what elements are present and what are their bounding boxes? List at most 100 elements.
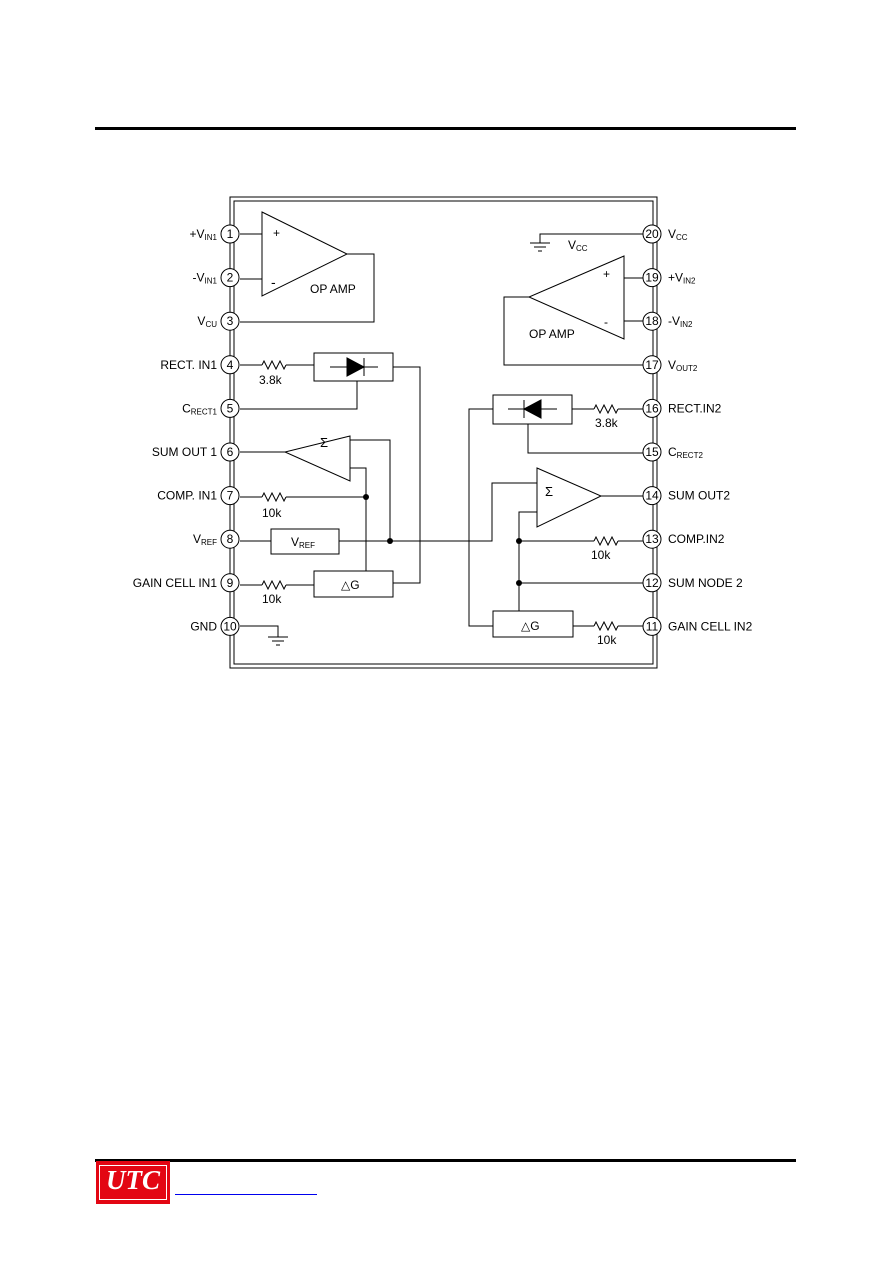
pin-13-number: 13 [645,532,659,546]
pin-10-circle [220,616,240,636]
pin-19-label: +VIN2 [668,271,696,286]
utc-logo: UTC [96,1161,170,1204]
vcc-ground-wire [539,233,646,243]
pin-8-number: 8 [227,532,234,546]
pin-18-circle [642,311,662,331]
gain-cell-2-label: △G [521,619,540,633]
pin-13-circle [642,529,662,549]
diode-2 [522,399,542,419]
pin-7-label: COMP. IN1 [157,489,217,503]
pin-5-circle [220,398,240,418]
diode-1 [346,357,366,377]
pin-14-circle [642,486,662,506]
gain-cell-2-box [492,610,574,638]
header-rule [95,127,796,130]
pin-2-label: -VIN1 [193,271,218,286]
pin-9-number: 9 [227,576,234,590]
pin-11-number: 11 [646,619,659,633]
pin-17-number: 17 [645,358,659,372]
gain-cell-1-box [313,570,394,598]
internal-vcc-label: VCC [568,238,588,253]
pin-8-circle [220,529,240,549]
resistor-rect2 [593,403,619,415]
opamp-left-plus: + [273,226,280,240]
pin-3-circle [220,311,240,331]
sum-amp-1-triangle [283,435,351,482]
footer-link[interactable] [175,1193,317,1195]
pin-7-number: 7 [227,489,234,503]
pin-6-circle [220,442,240,462]
pin-5-label: CRECT1 [182,401,217,416]
resistor-rect2-value: 3.8k [595,416,619,430]
pin-9-label: GAIN CELL IN1 [133,576,218,590]
pin-17-label: VOUT2 [668,358,698,373]
opamp-right-label: OP AMP [529,327,575,341]
pin-4-label: RECT. IN1 [160,358,217,372]
pin-4-circle [220,355,240,375]
pin-1-label: +VIN1 [190,227,218,242]
pin-4-number: 4 [227,358,234,372]
pin-3-label: VCU [197,314,217,329]
pin-2-circle [220,268,240,288]
pin-18-number: 18 [645,314,659,328]
sum-amp-1-sigma: Σ [320,435,328,450]
opamp-left-triangle [261,211,349,297]
pin-2-number: 2 [227,271,234,285]
package-outline [229,196,658,669]
pin-14-label: SUM OUT2 [668,489,730,503]
pin-11-circle [642,616,662,636]
pin-19-circle [642,268,662,288]
pin-3-number: 3 [227,314,234,328]
pin-1-circle [220,224,240,244]
resistor-gain2-value: 10k [597,633,617,647]
pin-5-number: 5 [227,401,234,415]
sum-amp-2-sigma: Σ [545,484,553,499]
resistor-rect1-value: 3.8k [259,373,283,387]
pin-12-number: 12 [645,576,659,590]
junction-dot [516,580,522,586]
resistor-comp2-value: 10k [591,548,611,562]
pin-15-circle [642,442,662,462]
pin-1-number: 1 [227,227,234,241]
opamp-left-label: OP AMP [310,282,356,296]
gain-cell-1-label: △G [341,578,360,592]
pin-13-label: COMP.IN2 [668,532,725,546]
pin-17-circle [642,355,662,375]
resistor-gain1-value: 10k [262,592,282,606]
resistor-gain1 [261,579,287,591]
pin-16-label: RECT.IN2 [668,401,722,415]
resistor-rect1 [261,359,287,371]
pin-6-label: SUM OUT 1 [152,445,217,459]
pin-20-circle [642,224,662,244]
opamp-right-plus: + [603,267,610,281]
pin-12-circle [642,573,662,593]
resistor-comp2 [593,535,619,547]
resistor-comp1-value: 10k [262,506,282,520]
opamp-left-minus: - [271,274,276,290]
sum-amp-2-triangle [536,467,603,528]
pin-16-number: 16 [645,401,659,415]
pin-18-label: -VIN2 [668,314,693,329]
junction-dot [387,538,393,544]
pin-15-label: CRECT2 [668,445,703,460]
pin-20-number: 20 [645,227,659,241]
junction-dot [363,494,369,500]
pin-10-number: 10 [223,619,237,633]
pin-15-number: 15 [645,445,659,459]
pin-16-circle [642,398,662,418]
junction-dot [516,538,522,544]
footer-rule [95,1159,796,1162]
pin-10-label: GND [190,619,217,633]
pin-8-label: VREF [193,532,217,547]
resistor-comp1 [261,491,287,503]
pin-11-label: GAIN CELL IN2 [668,619,753,633]
package-inner-outline [233,200,654,665]
pin-7-circle [220,486,240,506]
pin-20-label: VCC [668,227,688,242]
opamp-right-minus: - [604,315,608,329]
pin-12-label: SUM NODE 2 [668,576,743,590]
opamp-right-triangle [527,255,625,340]
resistor-gain2 [593,620,619,632]
vref-box-label: VREF [291,535,315,550]
